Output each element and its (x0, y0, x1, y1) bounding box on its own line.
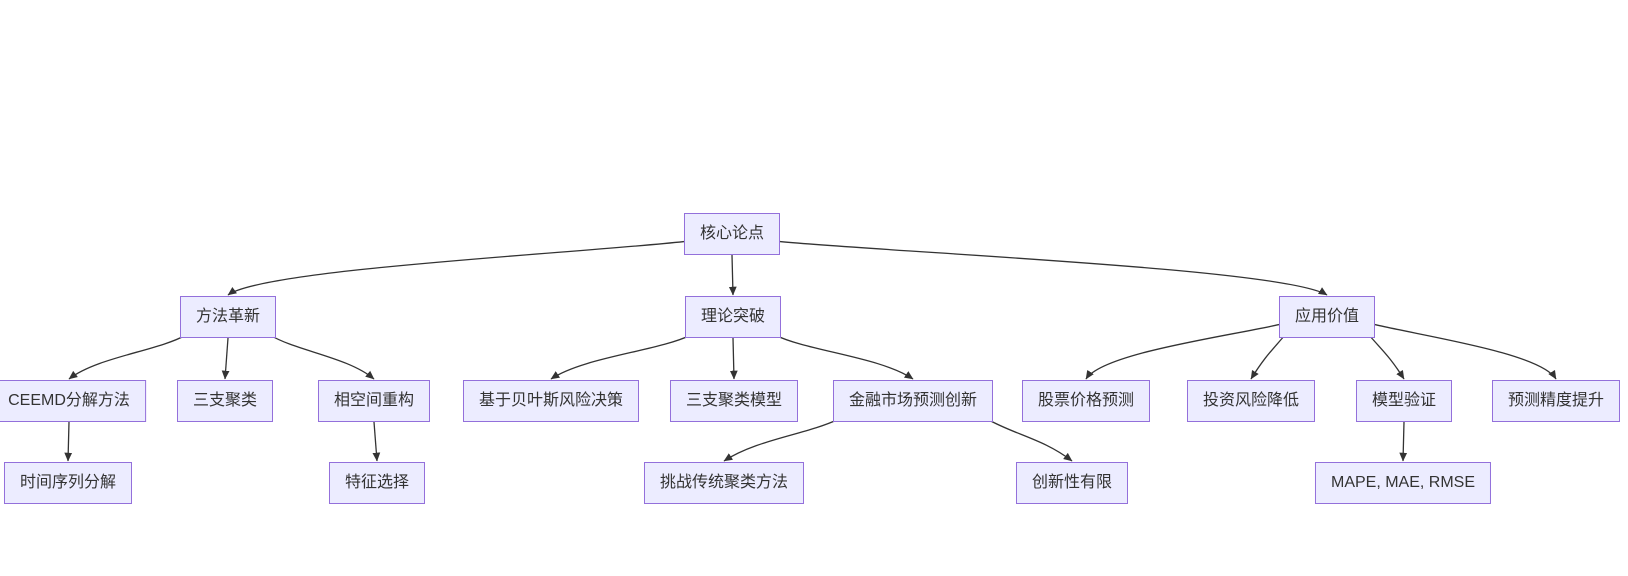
node-three-way-clustering: 三支聚类 (176, 380, 274, 422)
node-label: 预测精度提升 (1507, 392, 1605, 409)
edge-fin-market-innovation-to-limited-innovation (986, 418, 1073, 462)
edge-fin-market-innovation-to-challenge-traditional (723, 418, 840, 462)
edge-model-validation-to-metrics (1399, 421, 1408, 462)
node-fin-market-innovation: 金融市场预测创新 (832, 380, 994, 422)
node-phase-space: 相空间重构 (317, 380, 431, 422)
node-application: 应用价值 (1278, 296, 1376, 338)
node-method: 方法革新 (179, 296, 277, 338)
edge-ceemd-to-time-series-decomp (64, 421, 73, 462)
edge-application-to-accuracy-improvement (1374, 323, 1557, 380)
node-twc-model: 三支聚类模型 (669, 380, 799, 422)
node-label: 核心论点 (699, 225, 765, 242)
node-label: 方法革新 (195, 308, 261, 325)
node-label: 相空间重构 (333, 392, 415, 409)
edge-theory-to-fin-market-innovation (774, 334, 914, 380)
node-time-series-decomp: 时间序列分解 (3, 462, 133, 504)
edge-application-to-model-validation (1368, 334, 1405, 380)
node-feature-selection: 特征选择 (328, 462, 426, 504)
node-label: 时间序列分解 (19, 474, 117, 491)
node-accuracy-improvement: 预测精度提升 (1491, 380, 1621, 422)
edge-application-to-risk-reduction (1250, 334, 1286, 380)
node-label: 金融市场预测创新 (848, 392, 978, 409)
node-label: MAPE, MAE, RMSE (1330, 474, 1476, 491)
node-limited-innovation: 创新性有限 (1015, 462, 1129, 504)
node-label: 投资风险降低 (1202, 392, 1300, 409)
node-label: 模型验证 (1371, 392, 1437, 409)
edge-core-to-application (779, 240, 1328, 296)
node-ceemd: CEEMD分解方法 (0, 380, 146, 422)
edge-method-to-ceemd (68, 334, 187, 380)
node-challenge-traditional: 挑战传统聚类方法 (643, 462, 805, 504)
node-bayes-risk: 基于贝叶斯风险决策 (462, 380, 640, 422)
node-label: 挑战传统聚类方法 (659, 474, 789, 491)
edge-method-to-phase-space (269, 334, 375, 380)
edge-application-to-stock-prediction (1085, 323, 1280, 380)
edge-phase-space-to-feature-selection (372, 421, 381, 462)
node-label: CEEMD分解方法 (8, 392, 130, 409)
edge-method-to-three-way-clustering (221, 337, 230, 380)
node-risk-reduction: 投资风险降低 (1186, 380, 1316, 422)
node-label: 创新性有限 (1031, 474, 1113, 491)
edge-core-to-theory (728, 254, 737, 296)
node-core: 核心论点 (683, 213, 781, 255)
edge-theory-to-bayes-risk (550, 334, 692, 380)
node-label: 理论突破 (700, 308, 766, 325)
node-label: 基于贝叶斯风险决策 (478, 392, 624, 409)
node-label: 三支聚类 (192, 392, 258, 409)
node-label: 特征选择 (344, 474, 410, 491)
node-metrics: MAPE, MAE, RMSE (1314, 462, 1492, 504)
node-label: 股票价格预测 (1037, 392, 1135, 409)
node-label: 应用价值 (1294, 308, 1360, 325)
node-theory: 理论突破 (684, 296, 782, 338)
node-stock-prediction: 股票价格预测 (1021, 380, 1151, 422)
node-label: 三支聚类模型 (685, 392, 783, 409)
edge-core-to-method (227, 240, 685, 296)
node-model-validation: 模型验证 (1355, 380, 1453, 422)
edge-theory-to-twc-model (729, 337, 738, 380)
